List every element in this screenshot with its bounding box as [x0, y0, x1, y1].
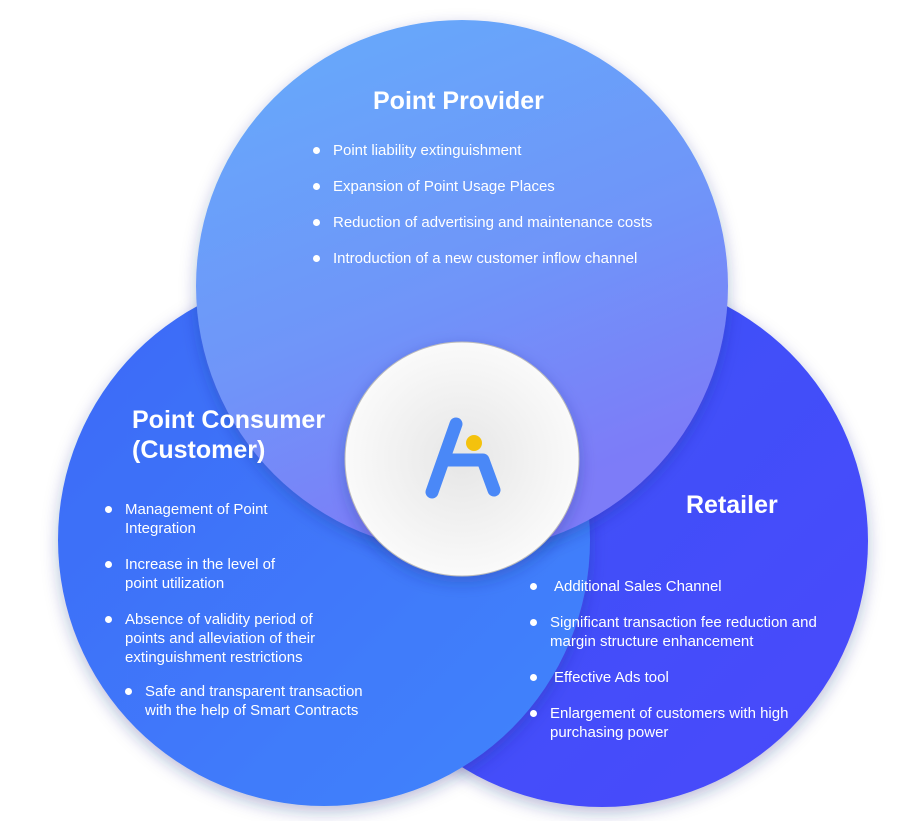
list-item: Absence of validity period of points and… — [105, 610, 340, 667]
list-item: Safe and transparent transaction with th… — [125, 682, 385, 720]
list-item: Expansion of Point Usage Places — [313, 177, 652, 196]
provider-title: Point Provider — [373, 87, 544, 115]
list-item: Reduction of advertising and maintenance… — [313, 213, 652, 232]
retailer-title: Retailer — [686, 491, 778, 519]
consumer-title: Point Consumer (Customer) — [132, 405, 325, 465]
list-item: Significant transaction fee reduction an… — [530, 613, 820, 651]
consumer-benefits-list: Management of Point Integration Increase… — [105, 500, 363, 737]
list-item: Additional Sales Channel — [530, 577, 820, 596]
list-item: Increase in the level of point utilizati… — [105, 555, 285, 593]
a-logo-icon — [425, 417, 501, 499]
list-item: Point liability extinguishment — [313, 141, 652, 160]
list-item: Introduction of a new customer inflow ch… — [313, 249, 652, 268]
list-item: Management of Point Integration — [105, 500, 295, 538]
provider-circle — [196, 20, 728, 552]
list-item: Enlargement of customers with high purch… — [530, 704, 790, 742]
consumer-title-line1: Point Consumer — [132, 406, 326, 434]
provider-benefits-list: Point liability extinguishment Expansion… — [313, 141, 652, 285]
retailer-benefits-list: Additional Sales Channel Significant tra… — [530, 577, 820, 759]
list-item: Effective Ads tool — [530, 668, 820, 687]
consumer-title-line2: (Customer) — [132, 436, 266, 464]
